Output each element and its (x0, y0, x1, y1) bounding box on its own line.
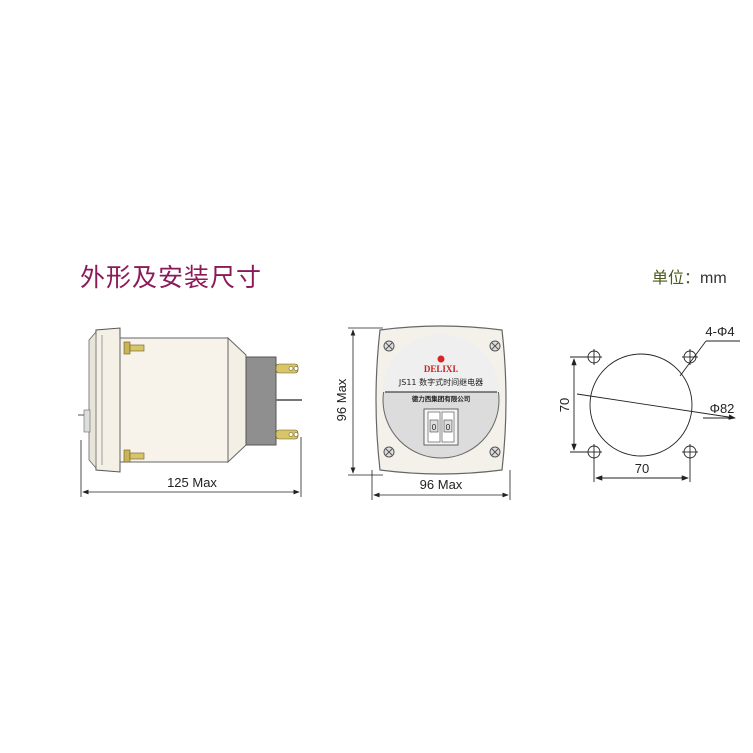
screw-icon (489, 340, 501, 352)
thumbwheel-switch[interactable]: 0 0 (423, 408, 459, 446)
unit-note: 单位：mm (652, 264, 727, 288)
mount-stud-icon (123, 341, 145, 355)
cutout-horizontal-label: 70 (635, 461, 649, 476)
screw-icon (383, 446, 395, 458)
company-text: 德力西集团有限公司 (412, 394, 471, 403)
cutout-diameter-label: Φ82 (710, 401, 735, 416)
indicator-led-icon (437, 355, 445, 363)
front-height-label: 96 Max (334, 378, 349, 421)
cutout-vertical-label: 70 (557, 398, 572, 412)
unit-label: 单位： (652, 268, 701, 287)
terminal-icon (275, 429, 299, 440)
svg-text:0: 0 (432, 423, 437, 432)
screw-icon (383, 340, 395, 352)
model-text: JS11 数字式时间继电器 (398, 377, 483, 387)
mount-stud-icon (123, 449, 145, 463)
page-title: 外形及安装尺寸 (80, 263, 263, 292)
cutout-view (570, 340, 740, 482)
front-width-label: 96 Max (420, 477, 463, 492)
screw-icon (489, 446, 501, 458)
side-view: 125 Max (78, 327, 302, 497)
side-width-label: 125 Max (167, 475, 217, 490)
hole-spec-label: 4-Φ4 (705, 324, 734, 339)
brand-logo: DELIXI. (424, 364, 458, 374)
terminal-icon (275, 363, 299, 374)
front-view: DELIXI. JS11 数字式时间继电器 德力西集团有限公司 0 0 96 M… (334, 325, 511, 500)
svg-text:0: 0 (446, 423, 451, 432)
unit-value: mm (700, 270, 727, 287)
